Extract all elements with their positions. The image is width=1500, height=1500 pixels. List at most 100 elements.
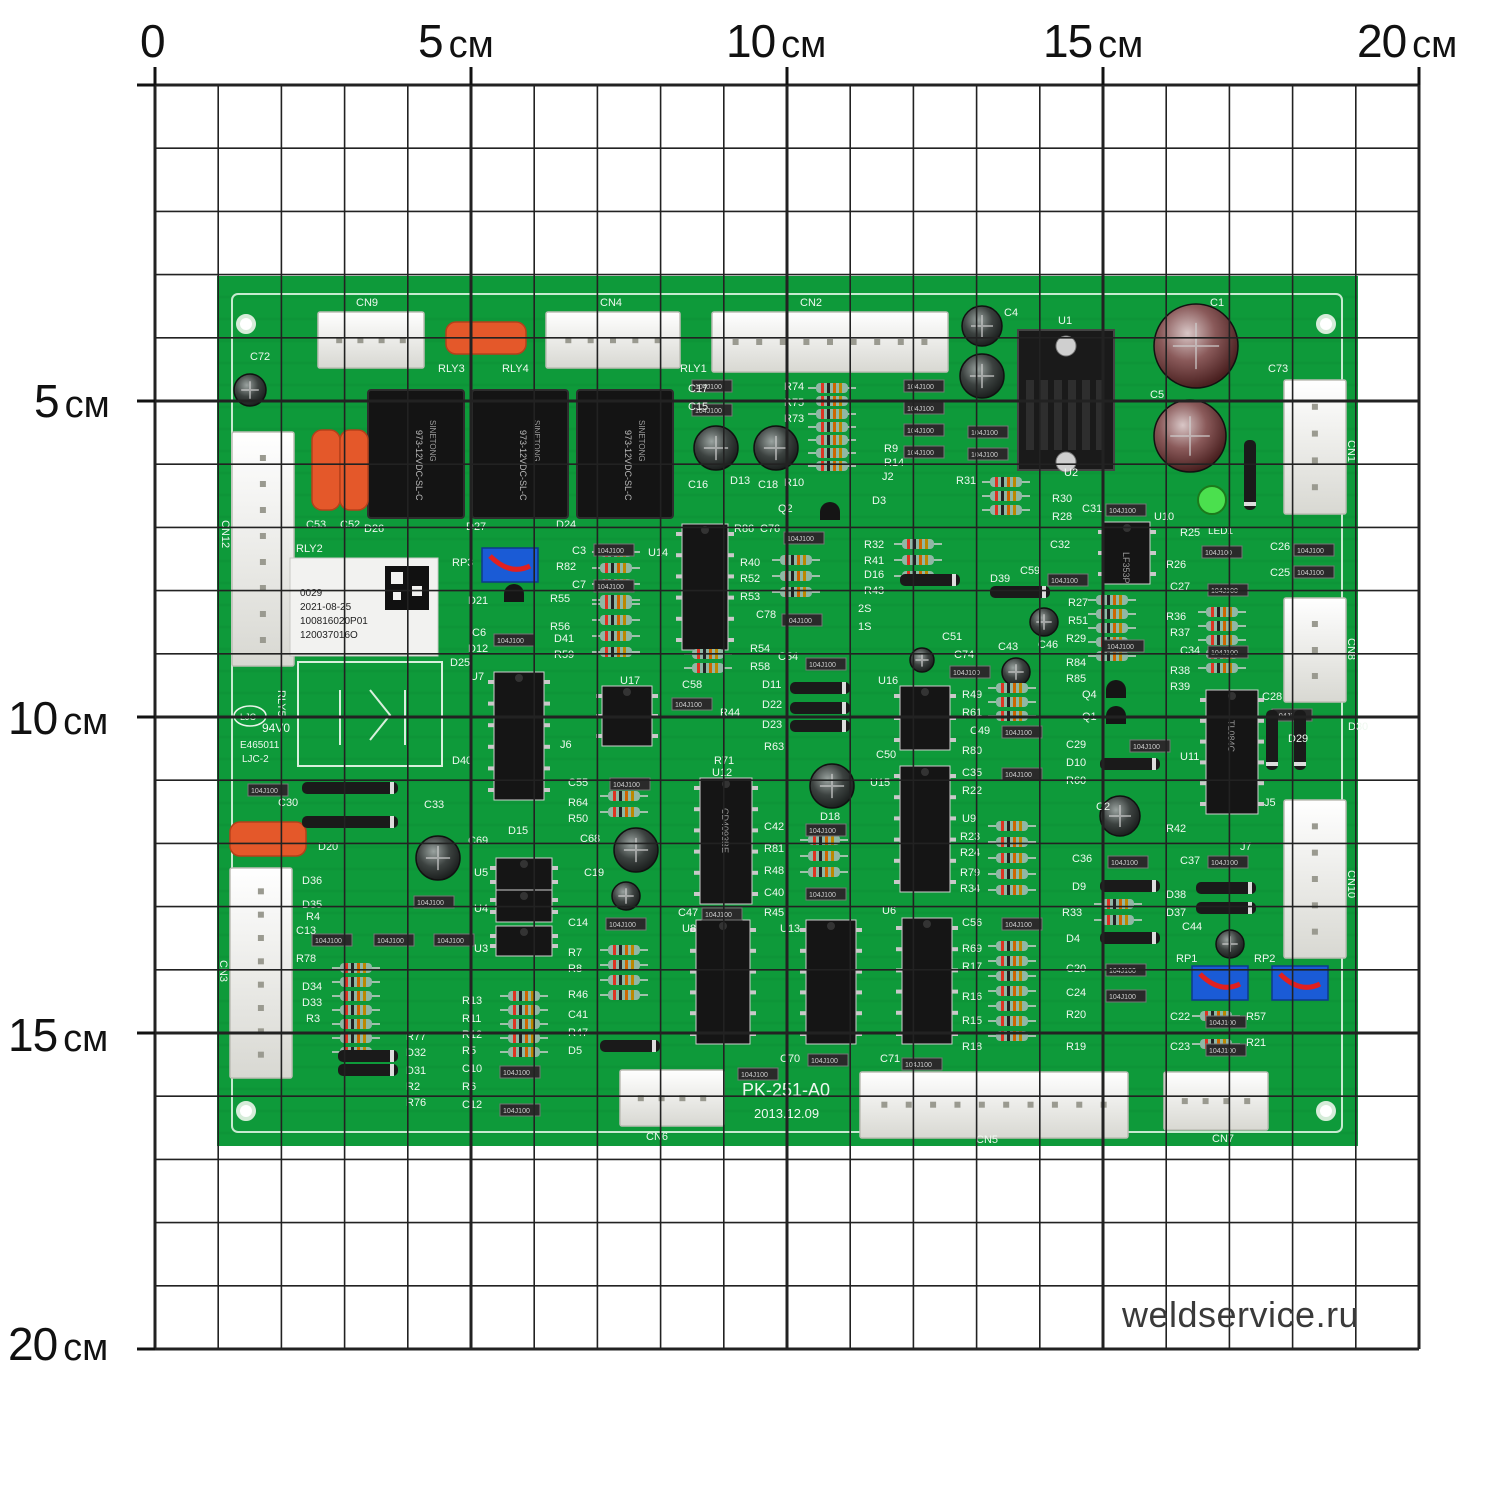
silkscreen-label: R81 <box>764 843 784 855</box>
dip-ic <box>490 925 558 957</box>
connector-pin <box>897 339 904 345</box>
silkscreen-label: CN12 <box>219 520 231 548</box>
silkscreen-label: CN10 <box>1345 870 1357 898</box>
ic-pin <box>490 910 496 914</box>
relay-brand: SINETONG <box>637 420 646 462</box>
diode <box>1266 710 1278 770</box>
diode <box>1100 758 1160 770</box>
silkscreen-label: RLY3 <box>438 363 465 375</box>
connector-pin <box>905 1101 912 1108</box>
smd-capacitor: 104J100 <box>1105 989 1147 1003</box>
silkscreen-label: D9 <box>1072 881 1086 893</box>
ic-pin <box>728 595 734 600</box>
silkscreen-label: C14 <box>568 917 588 929</box>
resistor <box>332 1005 380 1015</box>
connector-pin <box>1311 647 1318 653</box>
connector-header: CN2 <box>711 297 949 373</box>
connector-pin <box>881 1101 888 1108</box>
silkscreen-label: CN9 <box>356 297 378 309</box>
electrolytic-capacitor <box>613 827 659 873</box>
ic-pin <box>856 948 862 953</box>
silkscreen-label: R39 <box>1170 681 1190 693</box>
resistor <box>800 851 848 861</box>
diode <box>302 782 398 794</box>
capacitor-marking: 104J100 <box>809 892 836 899</box>
silkscreen-label: R14 <box>884 457 904 469</box>
smd-capacitor: 104J100 <box>691 403 733 417</box>
ic-pin <box>552 898 558 902</box>
resistor <box>332 977 380 987</box>
connector-pin <box>1311 484 1318 491</box>
ic-pin <box>950 774 956 778</box>
silkscreen-label: R6 <box>462 1081 476 1093</box>
connector-pin <box>637 1095 644 1102</box>
silkscreen-label: D35 <box>302 899 322 911</box>
silkscreen-label: D18 <box>820 811 840 823</box>
resistor <box>592 563 640 573</box>
ic-pin <box>894 738 900 742</box>
silkscreen-label: RP2 <box>1254 953 1275 965</box>
connector-pin <box>259 481 266 487</box>
electrolytic-capacitor <box>961 305 1003 347</box>
connector-header: CN7 <box>1163 1071 1269 1145</box>
silkscreen-label: R82 <box>556 561 576 573</box>
capacitor-marking: 104J100 <box>1211 588 1238 595</box>
capacitor-marking: 104J100 <box>907 450 934 457</box>
connector-pin <box>779 339 786 345</box>
silkscreen-label: RLY4 <box>502 363 529 375</box>
silkscreen-label: R18 <box>962 1041 982 1053</box>
ic-pin <box>690 969 696 974</box>
connector-pin <box>756 339 763 345</box>
resistor <box>988 1016 1036 1026</box>
silkscreen-label: R55 <box>550 593 570 605</box>
connector-pin <box>257 888 264 895</box>
connector-pin <box>336 337 343 344</box>
ic-pin <box>544 723 550 728</box>
ic-pin <box>690 928 696 932</box>
capacitor-marking: 104J100 <box>1205 550 1232 557</box>
connector-pin <box>632 337 639 344</box>
resistor <box>894 555 942 565</box>
ic-pin <box>596 694 602 698</box>
silkscreen-label: R73 <box>784 413 804 425</box>
silkscreen-label: C23 <box>1170 1041 1190 1053</box>
ic-pin <box>896 926 902 930</box>
connector-pin <box>257 935 264 941</box>
silkscreen-label: D38 <box>1166 889 1186 901</box>
silkscreen-label: D11 <box>762 679 781 691</box>
silkscreen-label: D30 <box>1348 721 1368 733</box>
resistor <box>982 477 1030 487</box>
silkscreen-label: D4 <box>1066 933 1080 945</box>
connector-header: CN1 <box>1283 379 1357 515</box>
silkscreen-label: R2 <box>406 1081 420 1093</box>
smd-capacitor: 104J100 <box>807 1053 849 1067</box>
resistor <box>988 683 1036 693</box>
connector-pin <box>1027 1101 1034 1108</box>
connector-pin <box>257 1051 264 1058</box>
dip-ic <box>800 919 862 1045</box>
connector-pin <box>259 455 266 461</box>
ic-pin <box>1200 698 1206 702</box>
film-capacitor <box>311 429 341 511</box>
ic-pin <box>1150 551 1156 555</box>
smd-capacitor: 104J100 <box>805 823 847 837</box>
silkscreen-label: C50 <box>876 749 896 761</box>
silkscreen-label: C7 <box>572 579 586 591</box>
silkscreen-label: D24 <box>556 519 576 531</box>
capacitor-marking: 104J100 <box>675 702 702 709</box>
electrolytic-capacitor <box>1153 399 1227 473</box>
silkscreen-label: R53 <box>740 591 760 603</box>
ic-pin <box>488 788 494 792</box>
diode <box>1100 880 1160 892</box>
silkscreen-label: R59 <box>554 649 574 661</box>
resistor <box>332 991 380 1001</box>
ic-pin <box>694 807 700 812</box>
ic-pin <box>694 786 700 790</box>
connector-pin <box>259 507 266 513</box>
silkscreen-label: D13 <box>730 475 750 487</box>
ic-pin <box>552 944 558 948</box>
ic-pin <box>1150 572 1156 576</box>
capacitor-marking: 104J100 <box>597 584 624 591</box>
silkscreen-label: R49 <box>962 689 982 701</box>
